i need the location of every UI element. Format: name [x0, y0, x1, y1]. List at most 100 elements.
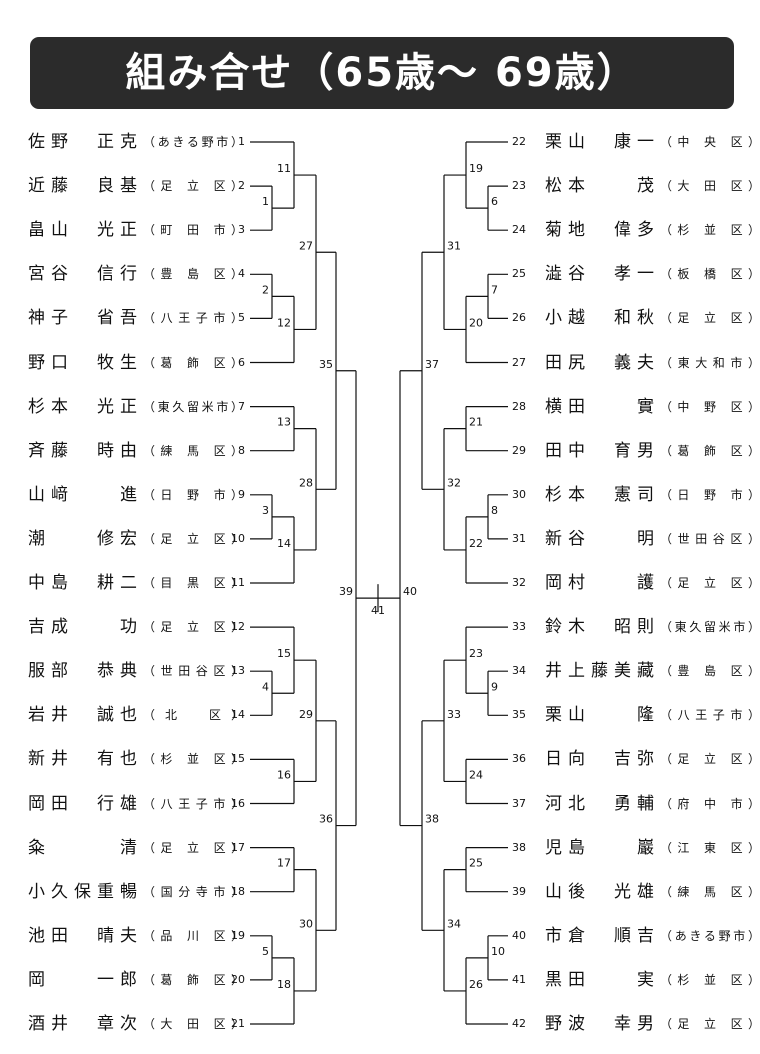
player-row: 岡村 護（足 立 区）: [545, 571, 760, 595]
player-region: （足 立 区）: [143, 620, 243, 635]
player-row: 服部 恭典（世田谷区）: [28, 659, 248, 683]
player-name: 杉本 憲司: [545, 484, 655, 505]
seed-number: 1: [238, 135, 245, 148]
seed-number: 16: [231, 796, 245, 810]
match-number: 20: [469, 316, 483, 329]
seed-number: 36: [512, 752, 526, 766]
match-number: 27: [299, 239, 313, 252]
player-row: 神子 省吾（八王子市）: [28, 306, 248, 330]
seed-number: 41: [512, 972, 526, 986]
player-name: 酒井 章次: [28, 1014, 138, 1034]
player-name: 児島 巖: [545, 837, 655, 858]
player-name: 粂 清: [28, 837, 138, 858]
player-region: （足 立 区）: [660, 752, 760, 767]
player-region: （江 東 区）: [660, 840, 760, 855]
player-row: 吉成 功（足 立 区）: [28, 615, 248, 639]
seed-number: 20: [231, 972, 245, 986]
player-row: 河北 勇輔（府 中 市）: [545, 792, 760, 816]
seed-number: 29: [512, 443, 526, 457]
player-row: 岡田 行雄（八王子市）: [28, 792, 248, 816]
seed-number: 6: [238, 355, 245, 369]
seed-number: 21: [231, 1017, 245, 1030]
match-number: 3: [262, 504, 269, 517]
player-region: （杉 並 区）: [660, 972, 760, 987]
seed-number: 28: [512, 399, 526, 413]
player-row: 近藤 良基（足 立 区）: [28, 174, 248, 198]
match-number: 22: [469, 537, 483, 550]
match-number: 40: [403, 585, 417, 598]
player-row: 田尻 義夫（東大和市）: [545, 351, 760, 375]
player-region: （葛 飾 区）: [660, 443, 760, 458]
player-row: 田中 育男（葛 飾 区）: [545, 439, 760, 463]
player-row: 杉本 憲司（日 野 市）: [545, 483, 760, 507]
match-number: 15: [277, 647, 291, 660]
player-name: 松本 茂: [545, 176, 655, 197]
player-row: 野波 幸男（足 立 区）: [545, 1012, 760, 1036]
player-region: （大 田 区）: [660, 179, 760, 194]
match-number: 18: [277, 978, 291, 991]
player-row: 宮谷 信行（豊 島 区）: [28, 262, 248, 286]
match-number: 5: [262, 945, 269, 958]
player-row: 松本 茂 （大 田 区）: [545, 174, 760, 198]
player-region: （中 野 区）: [660, 399, 760, 414]
page-title: 組み合せ（65歳～ 69歳）: [125, 50, 639, 96]
player-name: 栗山 隆: [545, 705, 655, 726]
player-region: （足 立 区）: [143, 531, 243, 546]
match-number: 30: [299, 917, 313, 930]
seed-number: 26: [512, 311, 526, 325]
seed-number: 38: [512, 840, 526, 854]
player-row: 杉本 光正 （東久留米市）: [28, 395, 248, 419]
match-number: 9: [491, 680, 498, 693]
player-region: （足 立 区）: [143, 840, 243, 855]
match-number: 12: [277, 316, 291, 329]
seed-number: 23: [512, 179, 526, 193]
player-region: （町 田 市）: [143, 223, 243, 238]
player-row: 山﨑 進 （日 野 市）: [28, 483, 248, 507]
match-number: 23: [469, 647, 483, 660]
player-row: 新井 有也（杉 並 区）: [28, 747, 248, 771]
player-region: （八王子市）: [660, 708, 760, 723]
match-number: 37: [425, 358, 439, 371]
player-region: （東久留米市）: [143, 399, 243, 414]
seed-number: 15: [231, 752, 245, 766]
seed-number: 5: [238, 311, 245, 325]
player-row: 佐野 正克（あきる野市）: [28, 130, 248, 154]
player-region: （足 立 区）: [660, 1017, 760, 1031]
match-number: 34: [447, 917, 461, 930]
player-row: 潮 修宏（足 立 区）: [28, 527, 248, 551]
seed-number: 10: [231, 531, 245, 545]
seed-number: 3: [238, 223, 245, 237]
player-row: 斉藤 時由（練 馬 区）: [28, 439, 248, 463]
seed-number: 9: [238, 487, 245, 501]
player-region: （杉 並 区）: [660, 223, 760, 238]
match-number: 21: [469, 416, 483, 429]
seed-number: 8: [238, 443, 245, 457]
player-name: 宮谷 信行: [28, 264, 138, 285]
player-name: 野口 牧生: [28, 352, 138, 373]
seed-number: 24: [512, 223, 526, 237]
title-banner: 組み合せ（65歳～ 69歳）: [30, 37, 734, 109]
player-region: （杉 並 区）: [143, 752, 243, 767]
player-region: （あきる野市）: [660, 928, 760, 943]
player-name: 中島 耕二: [28, 573, 138, 593]
seed-number: 42: [512, 1017, 526, 1030]
player-region: （練 馬 区）: [660, 884, 760, 899]
player-region: （板 橋 区）: [660, 267, 760, 282]
player-name: 栗山 康一: [545, 132, 655, 152]
player-region: （日 野 市）: [143, 487, 243, 502]
player-name: 横田 實: [545, 396, 655, 417]
player-row: 山後 光雄 （練 馬 区）: [545, 880, 760, 904]
player-name: 山後 光雄: [545, 881, 655, 902]
player-row: 中島 耕二（目 黒 区）: [28, 571, 248, 595]
seed-number: 34: [512, 664, 526, 678]
seed-number: 7: [238, 399, 245, 413]
match-number: 31: [447, 239, 461, 252]
player-name: 山﨑 進: [28, 484, 138, 505]
player-region: （北 区）: [143, 708, 243, 723]
match-number: 32: [447, 476, 461, 489]
match-number: 41: [371, 604, 385, 617]
player-row: 横田 實 （中 野 区）: [545, 395, 760, 419]
player-name: 杉本 光正: [28, 396, 138, 417]
match-number: 25: [469, 857, 483, 870]
